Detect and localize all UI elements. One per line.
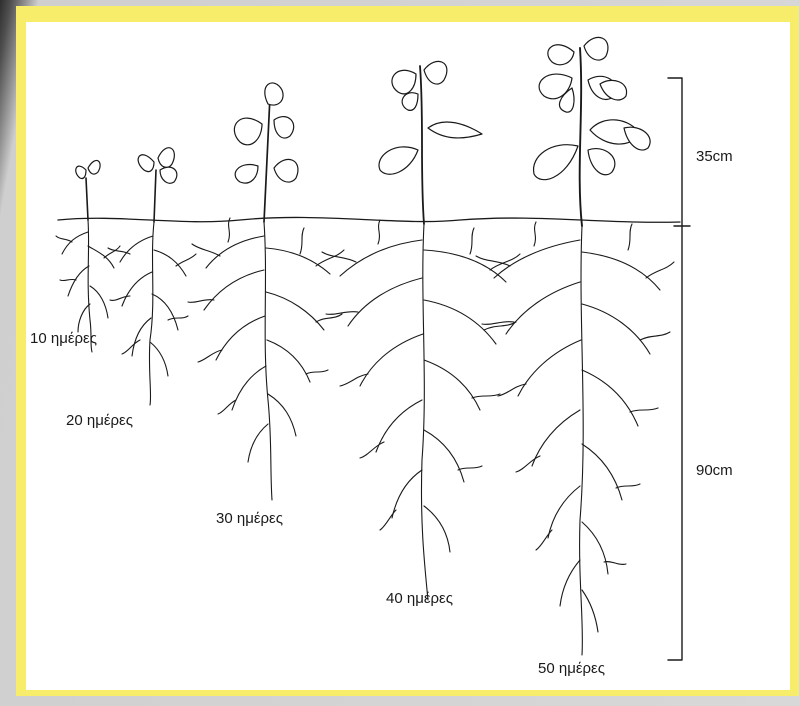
stem [420,66,424,224]
roots [188,218,344,500]
plant-30-days [188,83,344,500]
leaves [534,37,651,179]
plant-40-days [322,61,520,600]
leaves [76,160,100,178]
stem [86,178,88,220]
label-50-days: 50 ημέρες [538,660,605,677]
label-20-days: 20 ημέρες [66,412,133,429]
roots [476,222,674,655]
roots [322,220,520,600]
root-depth-label: 90cm [696,462,733,479]
stem [264,96,270,222]
plant-20-days [108,148,196,405]
soil-surface [58,217,680,222]
plant-50-days [476,37,674,655]
scale-bracket [668,78,690,660]
shoot-height-label: 35cm [696,148,733,165]
leaves [138,148,177,184]
stem [154,170,156,222]
label-10-days: 10 ημέρες [30,330,97,347]
roots [108,222,196,405]
plant-10-days [56,160,120,352]
stem [580,48,582,226]
label-40-days: 40 ημέρες [386,590,453,607]
leaves [379,61,482,174]
label-30-days: 30 ημέρες [216,510,283,527]
